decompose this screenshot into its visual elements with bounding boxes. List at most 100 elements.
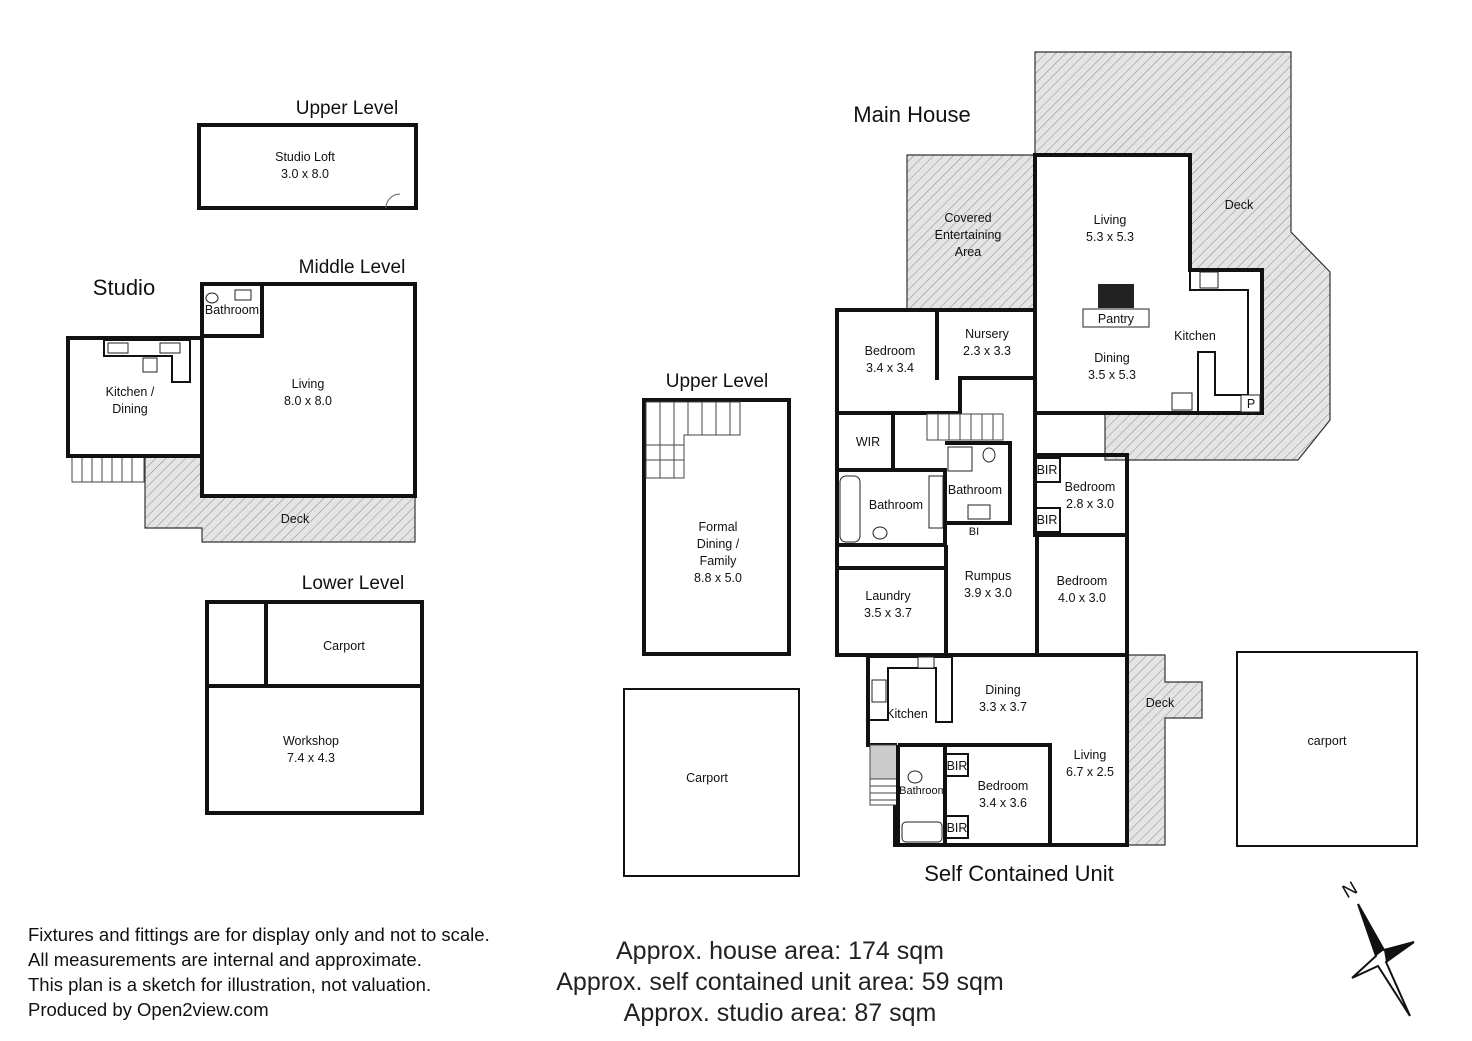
main-living-dimensions: 5.3 x 5.3 bbox=[1086, 230, 1134, 244]
unit-bir-box-1 bbox=[945, 753, 969, 777]
studio-bathroom-room bbox=[200, 282, 264, 338]
nursery-label: Nursery bbox=[965, 327, 1010, 341]
house-carport bbox=[623, 688, 800, 877]
vanity bbox=[928, 475, 944, 529]
studio-stairs bbox=[71, 455, 145, 483]
studio-toilet bbox=[205, 292, 219, 304]
nursery-dimensions: 2.3 x 3.3 bbox=[963, 344, 1011, 358]
formal-dining-label-1: Formal bbox=[699, 520, 738, 534]
bedroom-3-label: Bedroom bbox=[1057, 574, 1108, 588]
unit-bathroom-label: Bathroom bbox=[899, 785, 947, 797]
unit-bathtub bbox=[901, 821, 943, 843]
unit-bir-label-1: BIR bbox=[947, 759, 968, 773]
disclaimer-line-3: This plan is a sketch for illustration, … bbox=[28, 974, 432, 995]
unit-bir-box-2 bbox=[945, 815, 969, 839]
studio-kitchen-label-2: Dining bbox=[112, 402, 147, 416]
laundry-label: Laundry bbox=[865, 589, 911, 603]
bir-box-1 bbox=[1035, 457, 1061, 483]
main-deck-label: Deck bbox=[1225, 198, 1254, 212]
unit-sink bbox=[871, 679, 887, 703]
unit-stairs bbox=[869, 744, 898, 806]
bir-label-2: BIR bbox=[1037, 513, 1058, 527]
studio-deck bbox=[144, 455, 416, 543]
rumpus-label: Rumpus bbox=[965, 569, 1012, 583]
house-carport-label: Carport bbox=[686, 771, 728, 785]
unit-bir-label-2: BIR bbox=[947, 821, 968, 835]
bedroom-1-label: Bedroom bbox=[865, 344, 916, 358]
self-contained-unit-section: Deck Kitchen Dining 3.3 x 3.7 Living 6.7… bbox=[866, 651, 1418, 886]
unit-toilet bbox=[907, 770, 923, 784]
studio-basin bbox=[234, 289, 252, 301]
studio-heading: Studio bbox=[93, 275, 155, 300]
studio-lower-building bbox=[205, 600, 424, 815]
p-label: P bbox=[1247, 397, 1255, 411]
unit-bedroom-label: Bedroom bbox=[978, 779, 1029, 793]
main-house-heading: Main House bbox=[853, 102, 970, 127]
p-box bbox=[1240, 394, 1261, 413]
bathtub bbox=[839, 475, 861, 543]
house-upper-level-heading: Upper Level bbox=[666, 371, 768, 392]
studio-cooktop bbox=[142, 357, 158, 373]
studio-workshop-label: Workshop bbox=[283, 734, 339, 748]
formal-dining-label-2: Dining / bbox=[697, 537, 740, 551]
unit-outline bbox=[866, 653, 1129, 847]
bedroom-1-dimensions: 3.4 x 3.4 bbox=[866, 361, 914, 375]
bathroom-right-label: Bathroom bbox=[948, 483, 1002, 497]
studio-living-dimensions: 8.0 x 8.0 bbox=[284, 394, 332, 408]
unit-carport bbox=[1236, 651, 1418, 847]
loft-door bbox=[385, 193, 401, 209]
bedroom-3-dimensions: 4.0 x 3.0 bbox=[1058, 591, 1106, 605]
bathroom-right-basin bbox=[967, 504, 991, 520]
unit-bedroom bbox=[945, 743, 1052, 845]
wir-label: WIR bbox=[856, 435, 880, 449]
disclaimer: Fixtures and fittings are for display on… bbox=[28, 922, 490, 1022]
main-dining-dimensions: 3.5 x 5.3 bbox=[1088, 368, 1136, 382]
studio-area: Approx. studio area: 87 sqm bbox=[623, 999, 937, 1027]
studio-kitchen-room bbox=[66, 336, 204, 458]
studio-workshop-dimensions: 7.4 x 4.3 bbox=[287, 751, 335, 765]
bedroom-2-dimensions: 2.8 x 3.0 bbox=[1066, 497, 1114, 511]
covered-area-label-1: Covered bbox=[944, 211, 991, 225]
laundry-dimensions: 3.5 x 3.7 bbox=[864, 606, 912, 620]
main-house-section: Main House Deck Covered Entertaining Are… bbox=[835, 51, 1331, 657]
unit-deck bbox=[1126, 654, 1203, 846]
north-arrow-icon: N bbox=[1339, 878, 1415, 1017]
house-upper-section: Upper Level Formal Dining / Family 8.8 x… bbox=[623, 371, 800, 877]
studio-carport-label: Carport bbox=[323, 639, 365, 653]
main-house-lower-outline bbox=[835, 413, 1129, 657]
shower bbox=[947, 446, 973, 472]
covered-area-label-3: Area bbox=[955, 245, 981, 259]
laundry-walls bbox=[837, 545, 948, 655]
covered-area-label-2: Entertaining bbox=[935, 228, 1002, 242]
pantry-label: Pantry bbox=[1098, 312, 1135, 326]
unit-bedroom-dimensions: 3.4 x 3.6 bbox=[979, 796, 1027, 810]
unit-area: Approx. self contained unit area: 59 sqm bbox=[556, 968, 1004, 996]
bir-label-1: BIR bbox=[1037, 463, 1058, 477]
main-living-label: Living bbox=[1094, 213, 1127, 227]
unit-cooktop bbox=[917, 656, 935, 669]
studio-deck-label: Deck bbox=[281, 512, 310, 526]
unit-living-label: Living bbox=[1074, 748, 1107, 762]
bir-box-2 bbox=[1035, 507, 1061, 533]
studio-sink-1 bbox=[107, 342, 129, 354]
studio-loft-label: Studio Loft bbox=[275, 150, 335, 164]
studio-living-label: Living bbox=[292, 377, 325, 391]
kitchen-cooktop bbox=[1199, 271, 1219, 289]
studio-loft-dimensions: 3.0 x 8.0 bbox=[281, 167, 329, 181]
unit-deck-label: Deck bbox=[1146, 696, 1175, 710]
studio-sink-2 bbox=[159, 342, 181, 354]
main-kitchen-label: Kitchen bbox=[1174, 329, 1216, 343]
main-dining-label: Dining bbox=[1094, 351, 1129, 365]
fireplace-icon bbox=[1098, 284, 1134, 308]
disclaimer-line-2: All measurements are internal and approx… bbox=[28, 949, 422, 970]
rumpus-dimensions: 3.9 x 3.0 bbox=[964, 586, 1012, 600]
unit-dining-label: Dining bbox=[985, 683, 1020, 697]
unit-dining-dimensions: 3.3 x 3.7 bbox=[979, 700, 1027, 714]
studio-kitchen-bench bbox=[103, 339, 191, 383]
unit-living-dimensions: 6.7 x 2.5 bbox=[1066, 765, 1114, 779]
bathroom-left-toilet bbox=[872, 526, 888, 540]
compass-n-label: N bbox=[1339, 878, 1361, 903]
pantry-box bbox=[1082, 308, 1150, 328]
house-area: Approx. house area: 174 sqm bbox=[616, 937, 944, 965]
